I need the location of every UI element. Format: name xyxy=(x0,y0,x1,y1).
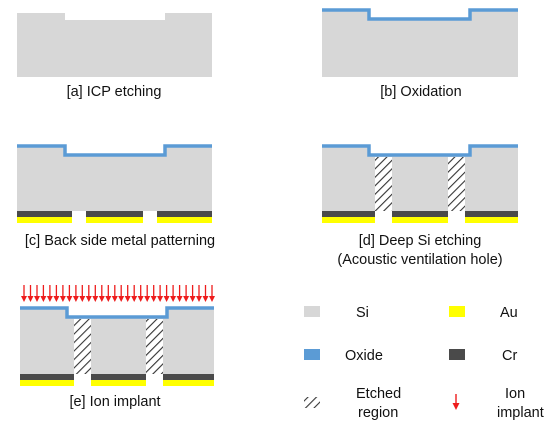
caption-c: [c] Back side metal patterning xyxy=(25,233,215,249)
legend-etched-label-line2: region xyxy=(358,405,398,421)
legend-ion-arrow-icon xyxy=(452,394,460,410)
ion-arrow xyxy=(163,285,170,302)
ion-arrow xyxy=(27,285,34,302)
ion-arrow xyxy=(98,285,105,302)
ion-arrow xyxy=(105,285,112,302)
ion-arrow xyxy=(131,285,138,302)
ion-arrow xyxy=(150,285,157,302)
ion-arrow xyxy=(21,285,27,302)
ion-arrow xyxy=(46,285,53,302)
legend-etched-swatch xyxy=(304,397,320,408)
silicon-wafer xyxy=(20,309,214,374)
legend-si-label: Si xyxy=(356,305,369,321)
ion-arrow xyxy=(124,285,131,302)
silicon-wafer xyxy=(322,147,518,211)
ion-arrow xyxy=(196,285,202,302)
legend-cr-label: Cr xyxy=(502,348,517,364)
silicon-wafer xyxy=(17,13,212,77)
metal-pad-left xyxy=(20,374,74,386)
ion-arrow xyxy=(59,285,66,302)
ion-arrow xyxy=(72,285,79,302)
ion-arrow xyxy=(202,285,209,302)
legend-oxide-swatch xyxy=(304,349,320,360)
oxide-layer xyxy=(20,306,214,319)
ion-arrow xyxy=(34,285,40,302)
legend: Si Au Oxide Cr Etched region Ion implant xyxy=(304,305,544,421)
step-e-ion-implant: [e] Ion implant xyxy=(20,285,215,410)
oxide-layer xyxy=(322,8,518,21)
ion-arrow xyxy=(137,285,144,302)
caption-a: [a] ICP etching xyxy=(67,84,162,100)
step-d-deep-si-etching: [d] Deep Si etching (Acoustic ventilatio… xyxy=(322,144,518,268)
metal-pad-center xyxy=(91,374,146,386)
ion-arrow xyxy=(111,285,118,302)
legend-cr-swatch xyxy=(449,349,465,360)
ion-arrow xyxy=(79,285,86,302)
ion-arrow xyxy=(176,285,183,302)
etched-hole-left xyxy=(74,319,91,374)
etched-hole-left xyxy=(375,157,392,211)
ion-arrow xyxy=(92,285,99,302)
ion-arrow xyxy=(40,285,47,302)
caption-d-line1: [d] Deep Si etching xyxy=(359,233,482,249)
legend-au-label: Au xyxy=(500,305,518,321)
ion-arrow xyxy=(53,285,60,302)
legend-etched-label-line1: Etched xyxy=(356,386,401,402)
silicon-wafer xyxy=(17,147,212,211)
step-c-backside-metal: [c] Back side metal patterning xyxy=(17,144,215,249)
legend-au-swatch xyxy=(449,306,465,317)
oxide-layer xyxy=(322,144,518,157)
caption-d-line2: (Acoustic ventilation hole) xyxy=(337,252,502,268)
metal-pad-left xyxy=(322,211,375,223)
ion-arrow xyxy=(157,285,164,302)
ion-arrow xyxy=(183,285,190,302)
etched-hole-right xyxy=(448,157,465,211)
step-a-icp-etching: [a] ICP etching xyxy=(17,13,212,100)
ion-arrow xyxy=(66,285,73,302)
caption-e: [e] Ion implant xyxy=(69,394,160,410)
ion-arrow xyxy=(209,285,215,302)
ion-arrow xyxy=(189,285,196,302)
metal-pad-left xyxy=(17,211,72,223)
ion-arrow xyxy=(118,285,125,302)
metal-pad-right xyxy=(465,211,518,223)
ion-arrow xyxy=(85,285,92,302)
etched-hole-right xyxy=(146,319,163,374)
ion-arrow xyxy=(170,285,177,302)
metal-pad-right xyxy=(157,211,212,223)
metal-pad-right xyxy=(163,374,214,386)
legend-ion-label-line1: Ion xyxy=(505,386,525,402)
ion-arrow xyxy=(144,285,151,302)
step-b-oxidation: [b] Oxidation xyxy=(322,8,518,100)
legend-ion-label-line2: implant xyxy=(497,405,544,421)
oxide-layer xyxy=(17,144,212,157)
legend-si-swatch xyxy=(304,306,320,317)
caption-b: [b] Oxidation xyxy=(380,84,461,100)
silicon-wafer xyxy=(322,11,518,77)
ion-arrows xyxy=(21,285,215,302)
legend-oxide-label: Oxide xyxy=(345,348,383,364)
metal-pad-center xyxy=(86,211,143,223)
metal-pad-center xyxy=(392,211,448,223)
